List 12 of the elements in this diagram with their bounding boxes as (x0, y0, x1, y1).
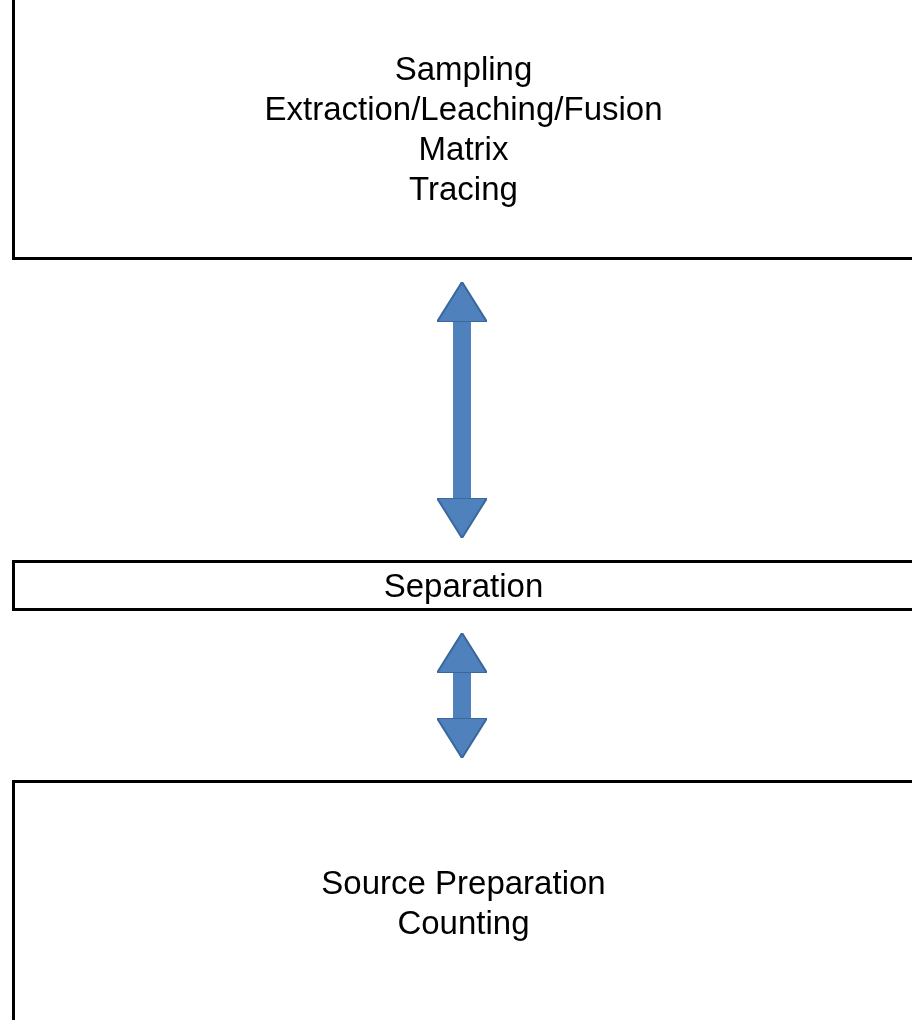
process-box (12, 0, 912, 260)
double-arrow (436, 632, 488, 759)
box-text: Source Preparation (321, 862, 606, 903)
box-text: Matrix (418, 128, 509, 169)
double-arrow (436, 281, 488, 539)
box-text: Separation (383, 565, 544, 606)
box-text: Sampling (394, 48, 533, 89)
box-text: Tracing (409, 168, 518, 209)
process-box (12, 560, 912, 611)
box-text: Counting (397, 902, 530, 943)
box-text: Extraction/Leaching/Fusion (264, 88, 663, 129)
process-box (12, 780, 912, 1020)
